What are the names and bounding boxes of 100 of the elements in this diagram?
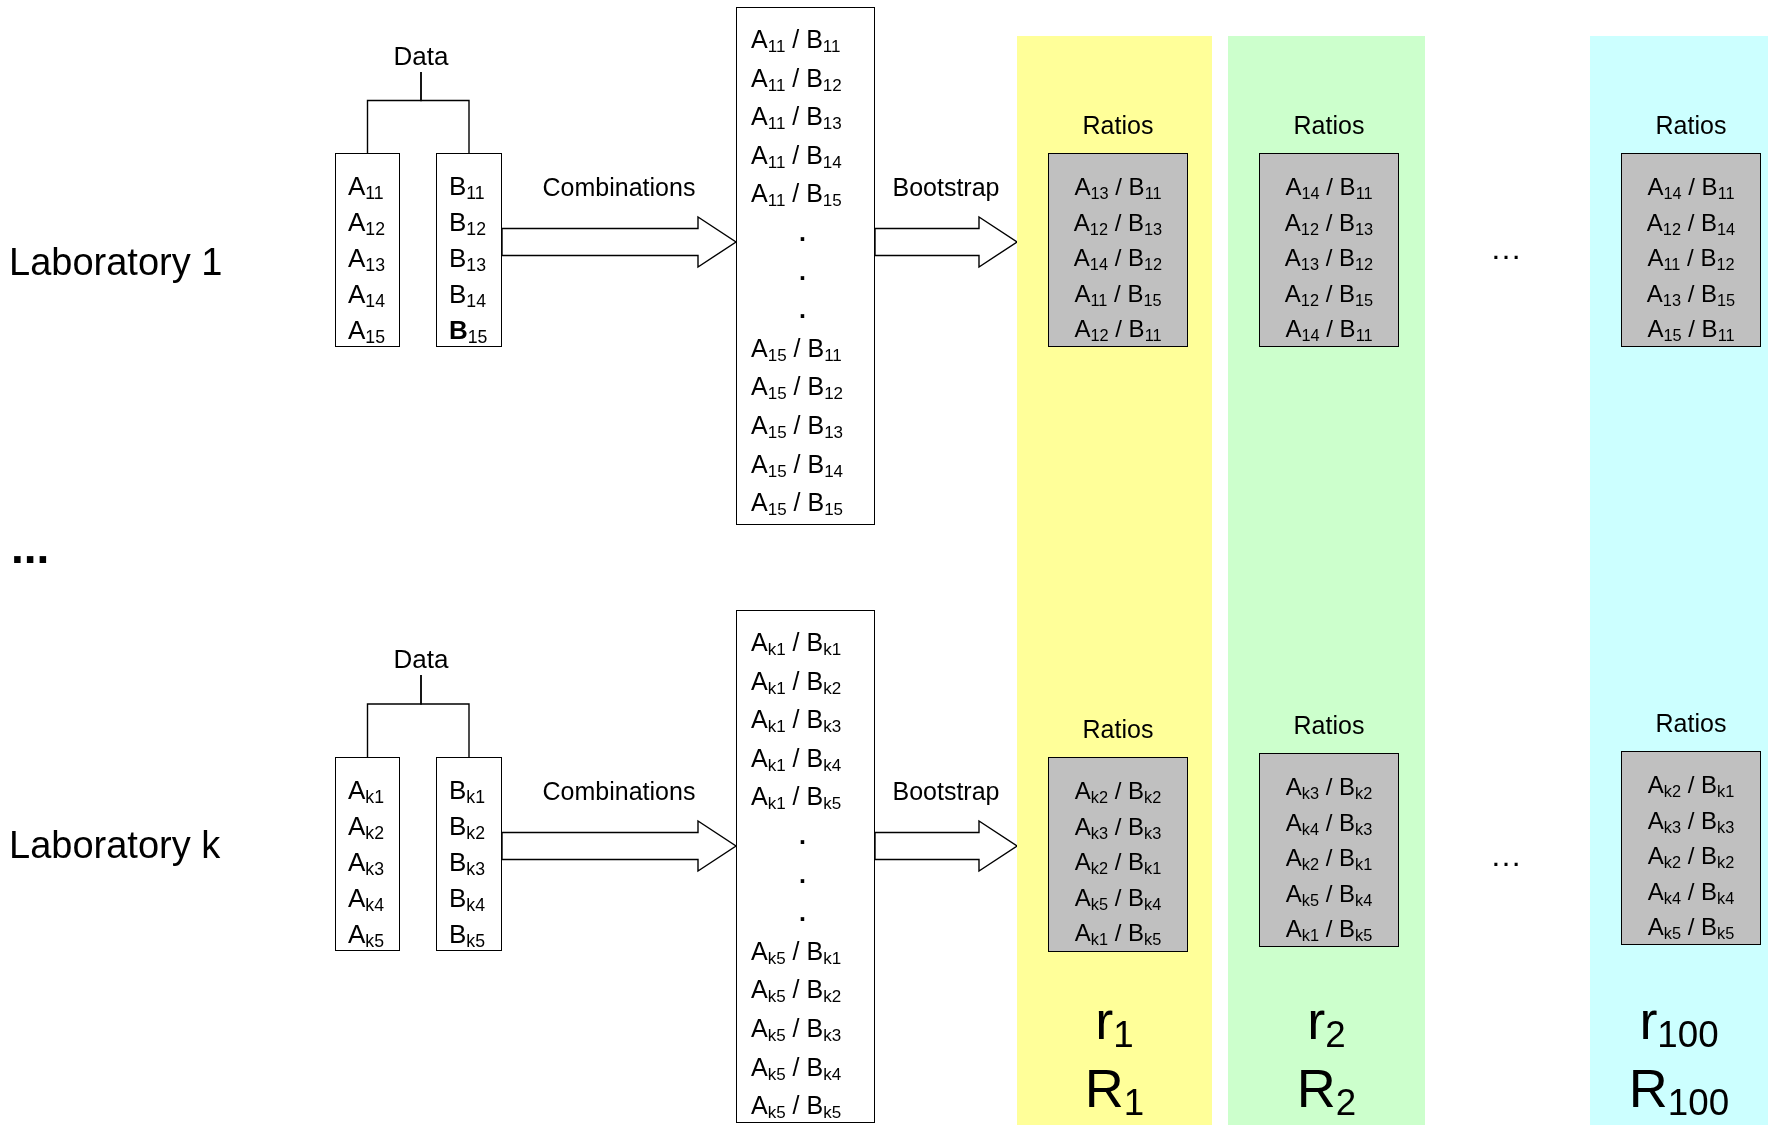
ratio-text: A$_{12}$ / B$_{14}$	[1645, 207, 1737, 240]
ellipsis: …	[1490, 228, 1522, 268]
tree-root-label: Data	[385, 40, 457, 72]
data-value: B$_{11}$	[449, 170, 485, 204]
combinations-box	[736, 610, 875, 1123]
data-value: A$_{12}$	[348, 206, 385, 240]
box-heading: Ratios	[1292, 710, 1366, 740]
combination-text: A$_{11}$ / B$_{11}$	[751, 24, 841, 58]
ratio-text: A$_{k1}$ / B$_{k5}$	[1284, 914, 1374, 946]
ratio-text: A$_{k2}$ / B$_{k2}$	[1646, 841, 1736, 873]
combination-text: A$_{k1}$ / B$_{k4}$	[751, 742, 842, 777]
ratio-text: A$_{14}$ / B$_{11}$	[1284, 172, 1374, 204]
column-band	[1228, 36, 1425, 1125]
data-value: A$_{15}$	[348, 314, 385, 348]
ratio-text: A$_{k3}$ / B$_{k2}$	[1284, 772, 1374, 804]
combination-text: A$_{15}$ / B$_{14}$	[751, 448, 844, 483]
combination-text: A$_{k5}$ / B$_{k3}$	[751, 1012, 842, 1047]
data-value: B$_{12}$	[449, 206, 486, 240]
combination-text: A$_{15}$ / B$_{12}$	[751, 371, 844, 406]
data-value: A$_{k1}$	[348, 774, 384, 808]
band-label: r$_{2}$	[1306, 990, 1347, 1050]
edge-label: Combinations	[542, 776, 696, 806]
ratio-text: A$_{k2}$ / B$_{k2}$	[1073, 776, 1163, 808]
column-band	[1017, 36, 1212, 1125]
combination-text: A$_{k1}$ / B$_{k1}$	[751, 627, 842, 661]
block-arrow	[501, 215, 738, 269]
ellipsis: …	[1490, 835, 1522, 875]
data-value: B$_{13}$	[449, 242, 486, 276]
combination-text: A$_{k1}$ / B$_{k5}$	[751, 781, 842, 816]
data-value: A$_{14}$	[348, 278, 385, 312]
ratio-text: A$_{13}$ / B$_{11}$	[1073, 172, 1163, 204]
block-arrow	[874, 215, 1019, 269]
ratio-text: A$_{13}$ / B$_{15}$	[1645, 278, 1737, 311]
ratio-text: A$_{k2}$ / B$_{k1}$	[1284, 843, 1374, 875]
data-box	[436, 153, 502, 347]
combination-text: A$_{k5}$ / B$_{k2}$	[751, 974, 842, 1009]
ratio-text: A$_{11}$ / B$_{15}$	[1073, 278, 1163, 311]
data-value: B$_{15}$	[449, 314, 488, 348]
band-label: r$_{100}$	[1638, 990, 1720, 1050]
row-label: Laboratory 1	[9, 240, 223, 286]
combination-text: A$_{k5}$ / B$_{k5}$	[751, 1090, 842, 1124]
data-value: B$_{14}$	[449, 278, 486, 312]
tree-connector	[420, 71, 470, 154]
data-value: B$_{k2}$	[449, 810, 485, 844]
data-box	[335, 153, 400, 347]
edge-label: Bootstrap	[892, 172, 1000, 202]
ratio-text: A$_{12}$ / B$_{15}$	[1283, 278, 1375, 311]
ratio-text: A$_{k5}$ / B$_{k4}$	[1284, 878, 1374, 911]
data-value: A$_{k5}$	[348, 918, 384, 952]
ratio-text: A$_{14}$ / B$_{11}$	[1646, 172, 1736, 204]
combination-text: A$_{k5}$ / B$_{k1}$	[751, 935, 842, 970]
combination-text: A$_{15}$ / B$_{13}$	[751, 409, 844, 444]
band-label: R$_{1}$	[1083, 1058, 1146, 1118]
data-value: A$_{k2}$	[348, 810, 384, 844]
ellipsis-dot: .	[799, 858, 806, 890]
tree-connector	[420, 674, 470, 758]
combination-text: A$_{k1}$ / B$_{k3}$	[751, 704, 842, 738]
combination-text: A$_{11}$ / B$_{13}$	[751, 101, 842, 135]
box-heading: Ratios	[1292, 110, 1366, 140]
ellipsis-dot: .	[799, 897, 806, 929]
data-value: A$_{13}$	[348, 242, 385, 276]
ratio-text: A$_{k2}$ / B$_{k1}$	[1646, 770, 1736, 802]
ratio-text: A$_{12}$ / B$_{11}$	[1073, 314, 1163, 346]
combination-text: A$_{15}$ / B$_{15}$	[751, 487, 844, 521]
ratio-text: A$_{k5}$ / B$_{k5}$	[1646, 912, 1736, 944]
ratio-text: A$_{k2}$ / B$_{k1}$	[1073, 847, 1163, 879]
band-label: R$_{100}$	[1627, 1058, 1731, 1118]
combination-text: A$_{15}$ / B$_{11}$	[751, 332, 842, 367]
ratio-text: A$_{k4}$ / B$_{k3}$	[1284, 807, 1374, 840]
row-label: Laboratory k	[9, 823, 221, 869]
ratio-text: A$_{13}$ / B$_{12}$	[1283, 243, 1375, 275]
data-value: A$_{k4}$	[348, 882, 384, 916]
data-value: A$_{k3}$	[348, 846, 384, 880]
combinations-box	[736, 7, 875, 525]
edge-label: Bootstrap	[892, 776, 1000, 806]
combination-text: A$_{11}$ / B$_{14}$	[751, 139, 842, 174]
block-arrow	[874, 819, 1019, 873]
data-box	[436, 757, 502, 951]
combination-text: A$_{k5}$ / B$_{k4}$	[751, 1051, 842, 1086]
data-value: B$_{k1}$	[449, 774, 485, 808]
data-value: B$_{k4}$	[449, 882, 485, 916]
ratio-text: A$_{k5}$ / B$_{k4}$	[1073, 882, 1163, 915]
band-label: R$_{2}$	[1295, 1058, 1358, 1118]
data-value: B$_{k5}$	[449, 918, 485, 952]
combination-text: A$_{11}$ / B$_{12}$	[751, 62, 842, 97]
ellipsis: ...	[11, 520, 50, 576]
ratio-text: A$_{14}$ / B$_{12}$	[1072, 243, 1164, 275]
ellipsis-dot: .	[799, 255, 806, 287]
column-band	[1590, 36, 1768, 1125]
ratio-text: A$_{k3}$ / B$_{k3}$	[1073, 811, 1163, 844]
combination-text: A$_{k1}$ / B$_{k2}$	[751, 665, 842, 700]
ratio-text: A$_{15}$ / B$_{11}$	[1646, 314, 1736, 346]
box-heading: Ratios	[1654, 110, 1728, 140]
ratio-text: A$_{k4}$ / B$_{k4}$	[1646, 876, 1736, 909]
data-value: B$_{k3}$	[449, 846, 485, 880]
box-heading: Ratios	[1654, 708, 1728, 738]
box-heading: Ratios	[1081, 714, 1155, 744]
block-arrow	[501, 819, 738, 873]
ratio-text: A$_{k3}$ / B$_{k3}$	[1646, 805, 1736, 838]
ratio-text: A$_{11}$ / B$_{12}$	[1646, 243, 1736, 275]
